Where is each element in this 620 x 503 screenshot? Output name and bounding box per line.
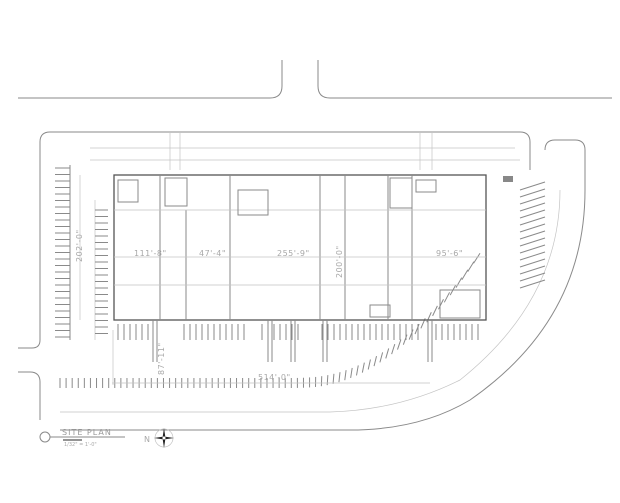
stall-line	[391, 343, 396, 355]
stall-line	[519, 272, 546, 282]
stall-line	[443, 292, 451, 303]
stall-line	[379, 352, 384, 363]
stall-line	[326, 375, 329, 386]
stall-line	[519, 237, 546, 247]
stall-line	[385, 348, 390, 359]
stall-line	[519, 279, 546, 289]
stall-line	[350, 367, 353, 379]
north-label: N	[144, 435, 150, 444]
stall-line	[519, 265, 546, 275]
parking-stalls-east	[519, 181, 546, 289]
loading-docks	[117, 320, 479, 362]
site-boundary	[18, 131, 586, 431]
dim-bay-4: 95'-6"	[436, 249, 463, 258]
drawing-scale: 1/32" = 1'-0"	[64, 442, 97, 448]
stall-line	[397, 339, 402, 350]
stall-line	[361, 362, 365, 373]
stall-line	[467, 261, 475, 272]
stall-line	[519, 244, 546, 254]
stall-line	[338, 372, 341, 383]
dim-bay-3: 255'-9"	[277, 249, 310, 258]
stall-line	[461, 269, 469, 281]
north-arrow-icon	[154, 428, 174, 448]
dim-building-length: 514'-0"	[258, 373, 291, 382]
access-road	[18, 60, 612, 99]
stall-line	[426, 312, 432, 323]
stall-line	[519, 251, 546, 261]
dim-site-depth: 202'-0"	[75, 229, 84, 262]
stall-line	[519, 216, 546, 226]
building-footprint	[113, 174, 513, 321]
parking-stalls-west	[55, 165, 108, 340]
stall-line	[455, 277, 463, 288]
dim-bay-2: 47'-4"	[199, 249, 226, 258]
stall-line	[519, 188, 546, 198]
stall-line	[414, 323, 420, 335]
section-marker-icon	[39, 431, 125, 443]
stall-line	[519, 223, 546, 233]
dim-building-depth: 200'-0"	[335, 245, 344, 278]
dimension-lines	[79, 175, 430, 385]
stall-line	[373, 356, 378, 367]
stall-line	[344, 370, 347, 381]
stall-line	[519, 258, 546, 268]
stall-line	[519, 181, 546, 191]
stall-line	[473, 252, 481, 264]
stall-line	[438, 299, 444, 310]
dim-truck-court: 87'-11"	[157, 342, 166, 375]
stall-line	[432, 305, 438, 317]
stall-line	[519, 230, 546, 240]
stall-line	[519, 195, 546, 205]
drawing-title: SITE PLAN	[62, 428, 112, 437]
stall-line	[519, 209, 546, 219]
stall-line	[356, 365, 359, 376]
stall-line	[332, 373, 335, 384]
stall-line	[367, 359, 371, 370]
stall-line	[519, 202, 546, 212]
dim-bay-1: 111'-8"	[134, 249, 167, 258]
